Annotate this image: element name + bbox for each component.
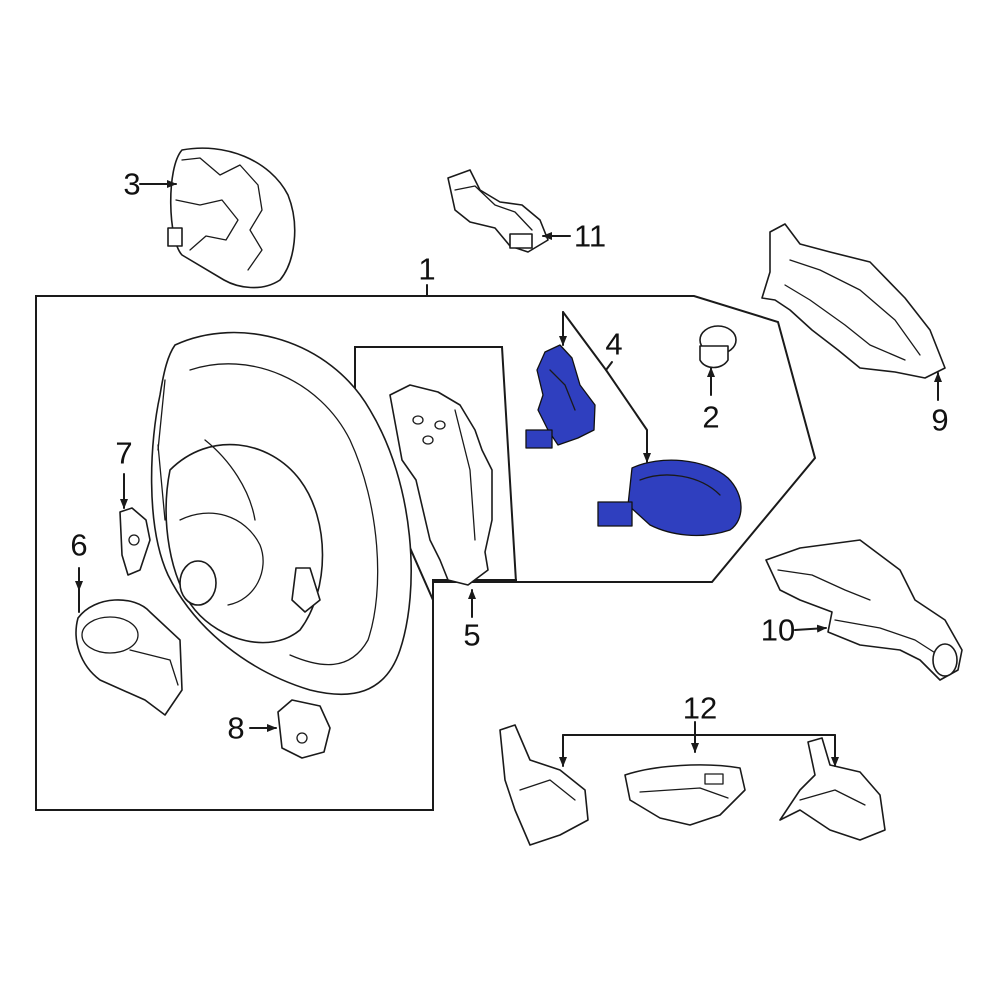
leader-4-tick (605, 361, 613, 371)
callout-4: 4 (605, 327, 622, 362)
leader-10 (794, 624, 827, 633)
callout-12: 12 (683, 691, 717, 726)
steering-wheel-part (150, 331, 412, 696)
clock-spring-upper-part (525, 344, 596, 449)
callout-2: 2 (702, 400, 719, 435)
lower-trim-part-10 (765, 539, 963, 681)
callout-10: 10 (761, 613, 795, 648)
callout-1: 1 (418, 252, 435, 287)
callout-labels: 1 2 3 4 5 6 7 8 9 10 11 12 (70, 167, 948, 746)
clock-spring-lower-part (597, 459, 742, 537)
trim-cover-part-9 (761, 223, 946, 379)
leader-lines (75, 180, 942, 767)
callout-8: 8 (227, 711, 244, 746)
switch-part-11 (447, 169, 549, 253)
callout-7: 7 (115, 436, 132, 471)
cover-set-part-12 (499, 724, 886, 846)
assembly-1-frame (35, 284, 817, 811)
callout-9: 9 (931, 403, 948, 438)
leader-4b (562, 311, 651, 463)
callout-11: 11 (574, 219, 606, 254)
airbag-module-part (167, 147, 296, 289)
plug-part-2 (699, 325, 737, 369)
bracket-part-7 (119, 507, 151, 576)
callout-3: 3 (123, 167, 140, 202)
callout-6: 6 (70, 528, 87, 563)
switch-panel-part-5 (389, 384, 493, 586)
column-shroud-part-6 (75, 599, 183, 716)
cover-part-8 (277, 699, 331, 759)
callout-5: 5 (463, 618, 480, 653)
